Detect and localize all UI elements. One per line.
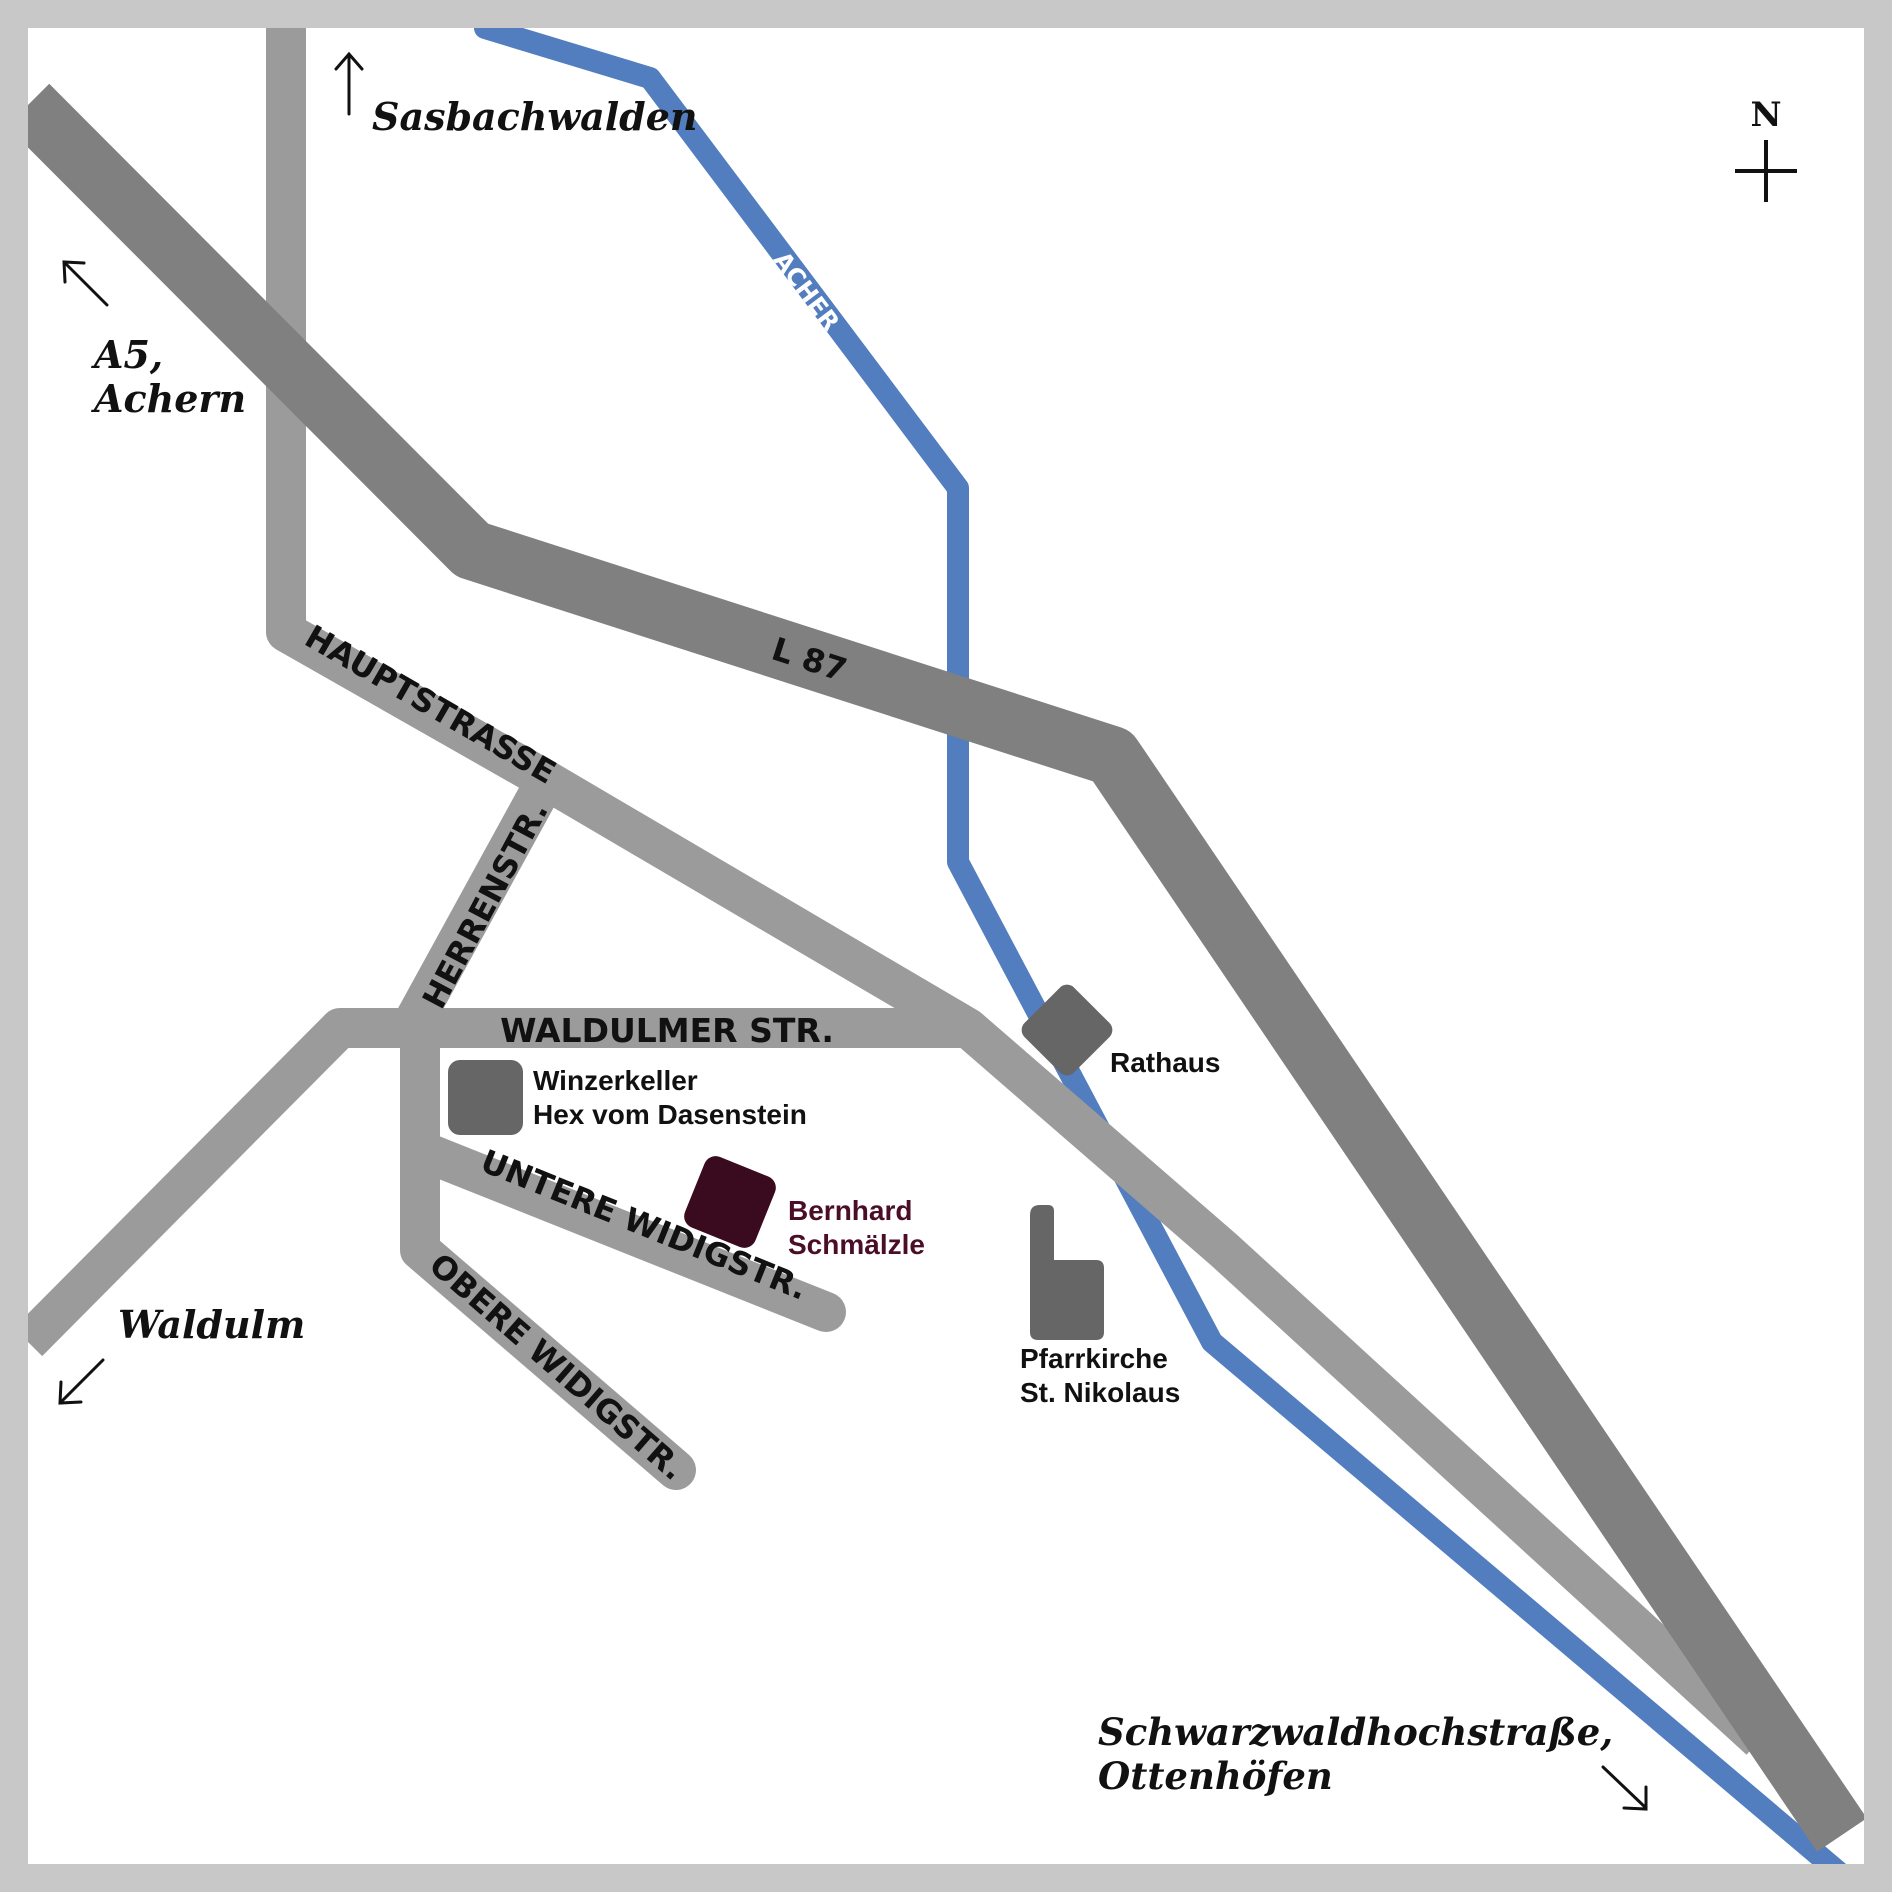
arrow-down-right-icon [1601,1765,1648,1811]
arrow-up-icon [334,51,364,116]
bernhard-label-line1: Bernhard [788,1195,912,1226]
road-l87 [28,83,1864,1852]
rathaus-marker [1021,984,1113,1076]
bernhard-schmaelzle-marker [684,1156,776,1248]
destination-schwarzwald-line2: Ottenhöfen [1098,1754,1333,1798]
destination-waldulm: Waldulm [118,1302,305,1347]
winzerkeller-label-line1: Winzerkeller [533,1065,698,1096]
arrow-down-left-icon [58,1358,105,1405]
rathaus-label: Rathaus [1110,1047,1220,1078]
road-untere-widigstr [400,1130,846,1332]
road-herrenstr [390,760,566,1048]
compass-label: N [1750,95,1781,135]
kirche-label-line1: Pfarrkirche [1020,1343,1168,1374]
winzerkeller-marker [448,1060,523,1135]
destination-sasbachwalden: Sasbachwalden [372,94,698,139]
kirche-label-line2: St. Nikolaus [1020,1377,1180,1408]
road-label-waldulmer-str: WALDULMER STR. [500,1011,834,1050]
arrow-up-left-icon [62,260,109,307]
church-icon [1030,1205,1104,1340]
destination-a5-line1: A5, [91,332,163,377]
compass-icon: N [1735,95,1797,202]
destination-schwarzwald-line1: Schwarzwaldhochstraße, [1098,1710,1613,1754]
bernhard-label-line2: Schmälzle [788,1229,925,1260]
winzerkeller-label-line2: Hex vom Dasenstein [533,1099,807,1130]
road-obere-widigstr [400,1008,696,1490]
road-waldulmer-str [28,1008,968,1357]
destination-a5-line2: Achern [91,376,246,421]
